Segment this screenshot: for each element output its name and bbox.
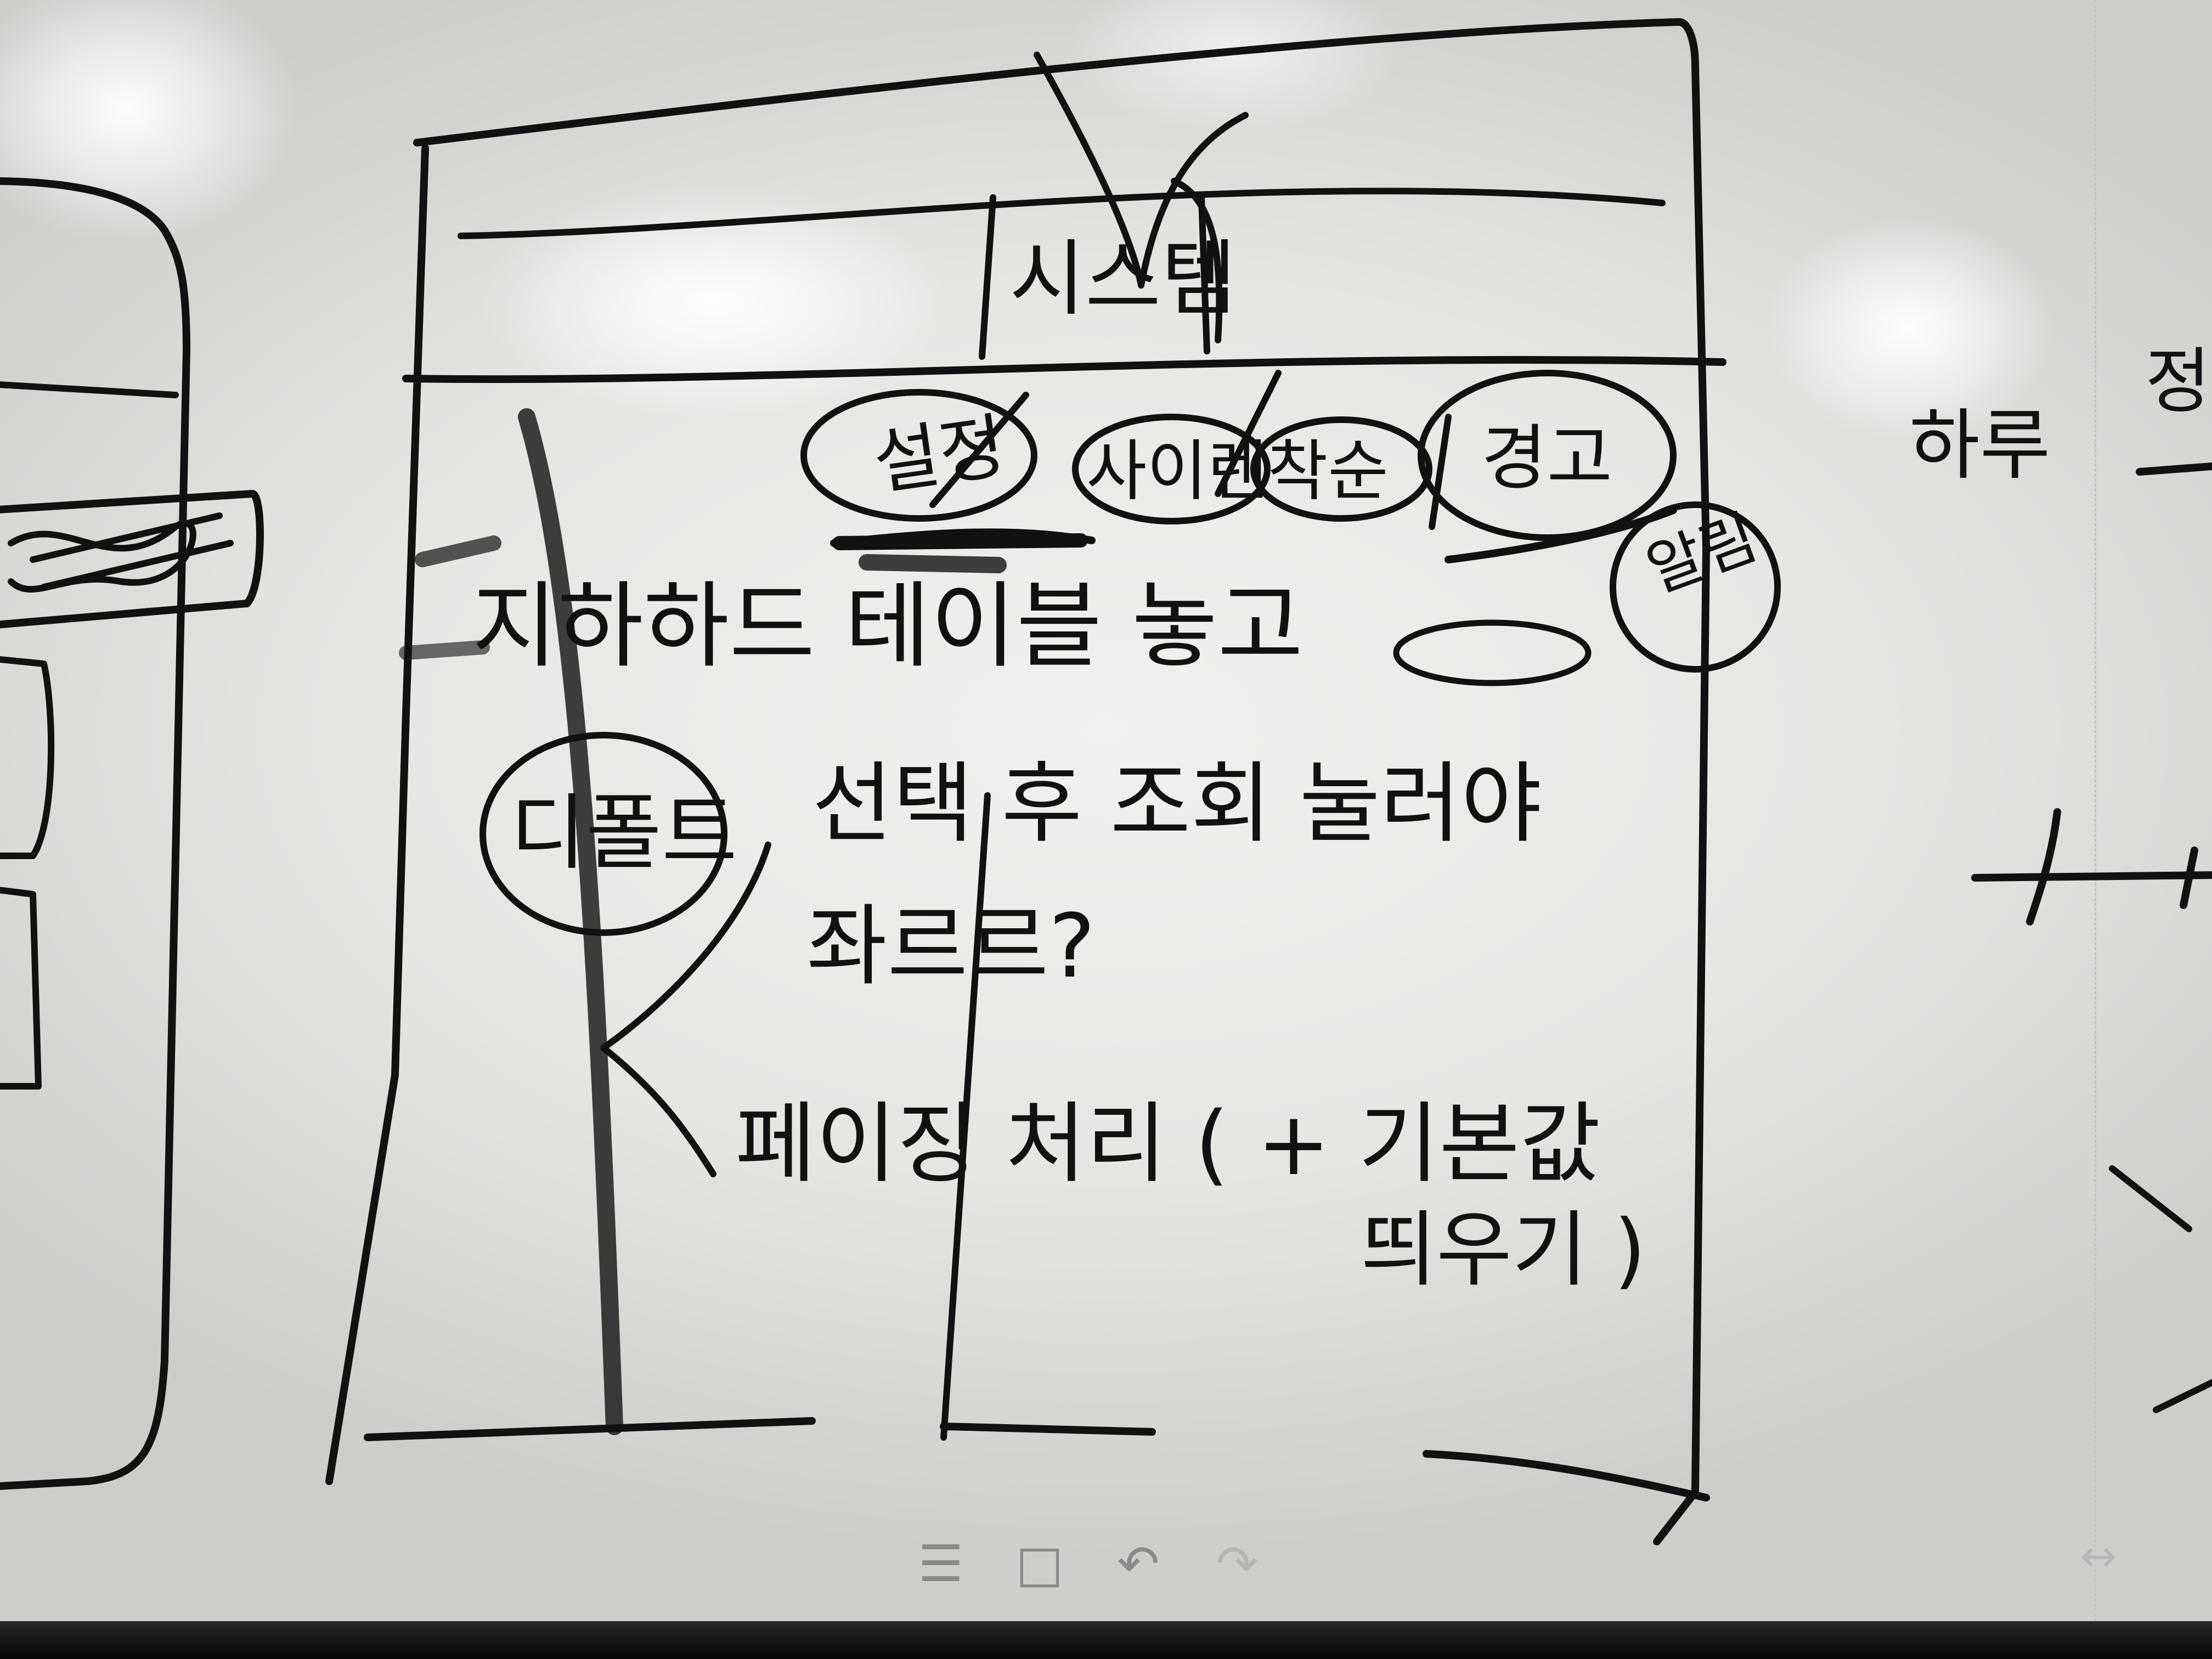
top-label: 시스템 — [1009, 232, 1237, 327]
yellow-highlight — [399, 640, 490, 660]
bottom-lines — [364, 1417, 1710, 1502]
left-small-box — [0, 656, 55, 859]
header-bottom-line — [402, 356, 1726, 383]
small-oval — [1393, 619, 1592, 686]
right-diagonal — [2109, 1165, 2212, 1413]
yellow-highlight — [518, 408, 623, 1435]
line-1-text: 지하하드 테이블 놓고 — [472, 572, 1304, 681]
left-frame — [0, 177, 190, 1490]
tab-order-label: 착순 — [1267, 433, 1389, 510]
panel-divider — [2095, 0, 2096, 1621]
right-blue-mark — [2136, 462, 2212, 476]
rectangle-select-icon[interactable]: □ — [1015, 1534, 1064, 1593]
redo-icon[interactable]: ↷ — [1216, 1534, 1259, 1593]
tab-oval-warning — [1418, 370, 1677, 541]
scribble-box — [0, 490, 264, 629]
light-glare — [1767, 219, 2052, 439]
default-bubble — [479, 732, 727, 936]
paging-text-2: 띄우기 ) — [1361, 1203, 1646, 1298]
orange-highlight — [859, 554, 1007, 573]
tab-oval-alert — [1610, 501, 1781, 673]
scribble — [8, 512, 234, 593]
tab-oval-settings — [800, 389, 1037, 522]
whiteboard-screen[interactable]: 시스템 설정 사이렌 착순 경고 알림 지하하드 테이블 놓고 디폴트 선택 후… — [0, 0, 2212, 1621]
left-frame-line — [0, 381, 179, 398]
tab-settings-label: 설정 — [868, 404, 1010, 505]
center-line — [940, 792, 991, 1441]
default-text-2: 좌르르? — [806, 895, 1096, 997]
monitor-bezel — [0, 1621, 2212, 1659]
whiteboard-toolbar: ☰ □ ↶ ↷ — [911, 1531, 1295, 1596]
right-text-2: 하루 — [1909, 401, 2051, 490]
whiteboard-drawing: 시스템 설정 사이렌 착순 경고 알림 지하하드 테이블 놓고 디폴트 선택 후… — [0, 0, 2212, 1621]
paging-text: 페이징 처리 ( + 기본값 — [735, 1092, 1601, 1195]
light-glare — [0, 0, 296, 241]
menu-icon[interactable]: ☰ — [918, 1534, 964, 1593]
tab-strike — [929, 370, 1452, 530]
arrow-lines — [1034, 52, 1249, 343]
right-axis — [1971, 808, 2212, 926]
left-small-box — [0, 887, 42, 1090]
undo-icon[interactable]: ↶ — [1117, 1534, 1160, 1593]
red-scribble — [832, 533, 1088, 550]
default-text-1: 선택 후 조회 눌러야 — [812, 752, 1542, 855]
main-frame-left — [325, 144, 429, 1485]
tab-siren-label: 사이렌 — [1086, 433, 1268, 510]
yellow-highlight — [415, 535, 501, 567]
system-box — [979, 194, 1210, 360]
tab-warning-label: 경고 — [1481, 416, 1612, 500]
tab-oval-siren — [1072, 414, 1271, 524]
default-bubble-label: 디폴트 — [510, 786, 737, 881]
light-glare — [1070, 0, 1399, 132]
resize-horizontal-icon[interactable]: ↔ — [2080, 1531, 2117, 1582]
right-text-1: 정 — [2145, 340, 2211, 423]
main-frame — [413, 18, 1710, 1545]
default-bubble-tail — [600, 842, 771, 1177]
header-line — [458, 188, 1666, 239]
tab-oval-order — [1250, 416, 1432, 522]
